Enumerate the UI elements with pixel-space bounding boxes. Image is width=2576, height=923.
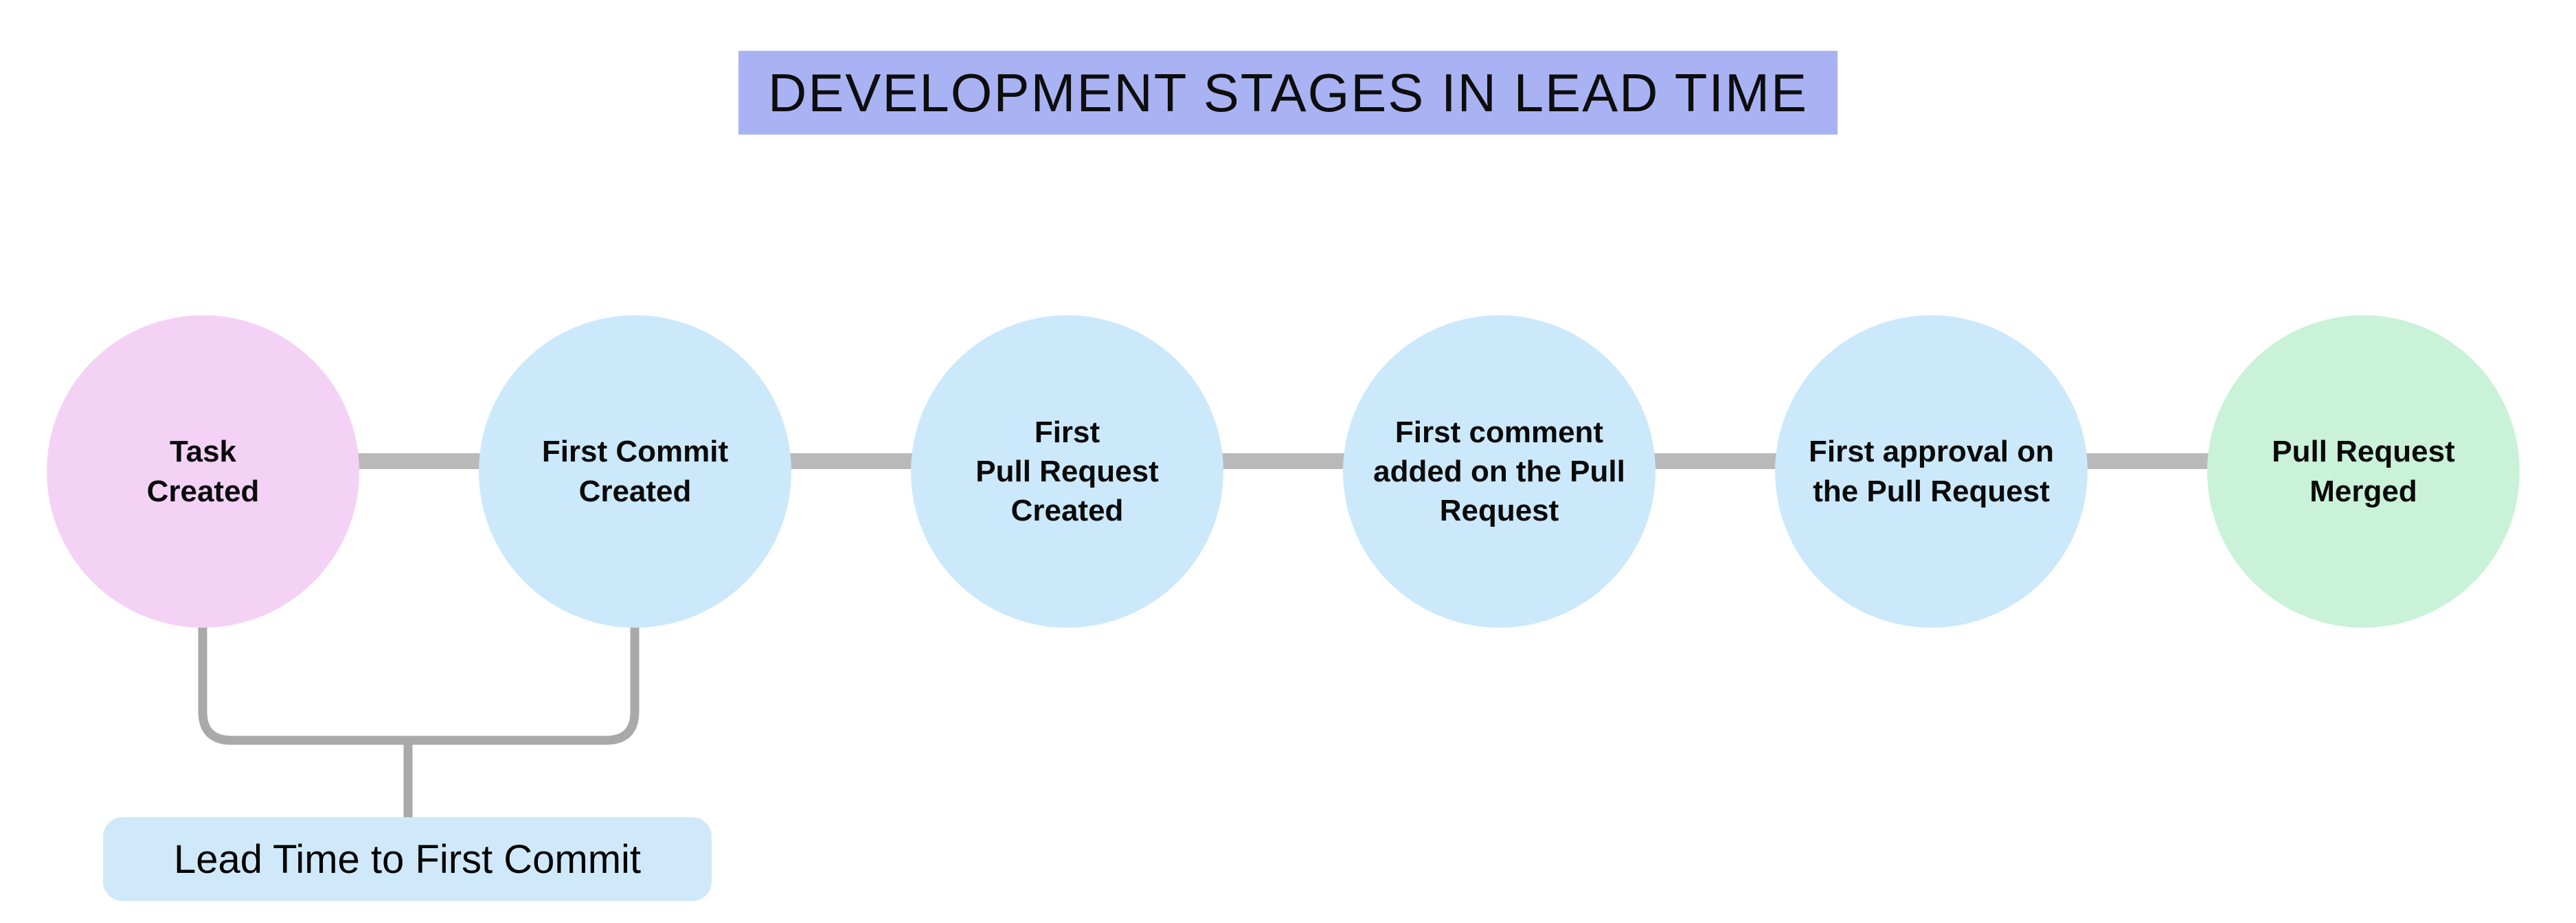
stage-circle-first-pull-request: First Pull Request Created — [911, 315, 1223, 628]
stage-circle-first-approval: First approval on the Pull Request — [1775, 315, 2088, 628]
stage-circle-first-commit: First Commit Created — [479, 315, 791, 628]
stage-circle-task-created: Task Created — [47, 315, 359, 628]
bracket-path — [198, 625, 640, 745]
lead-time-label: Lead Time to First Commit — [103, 817, 712, 901]
stage-circle-pull-request-merged: Pull Request Merged — [2207, 315, 2520, 628]
stage-circle-first-comment: First comment added on the Pull Request — [1343, 315, 1656, 628]
stage-row: Task Created First Commit Created First … — [47, 315, 2520, 628]
diagram-title: DEVELOPMENT STAGES IN LEAD TIME — [738, 51, 1838, 135]
